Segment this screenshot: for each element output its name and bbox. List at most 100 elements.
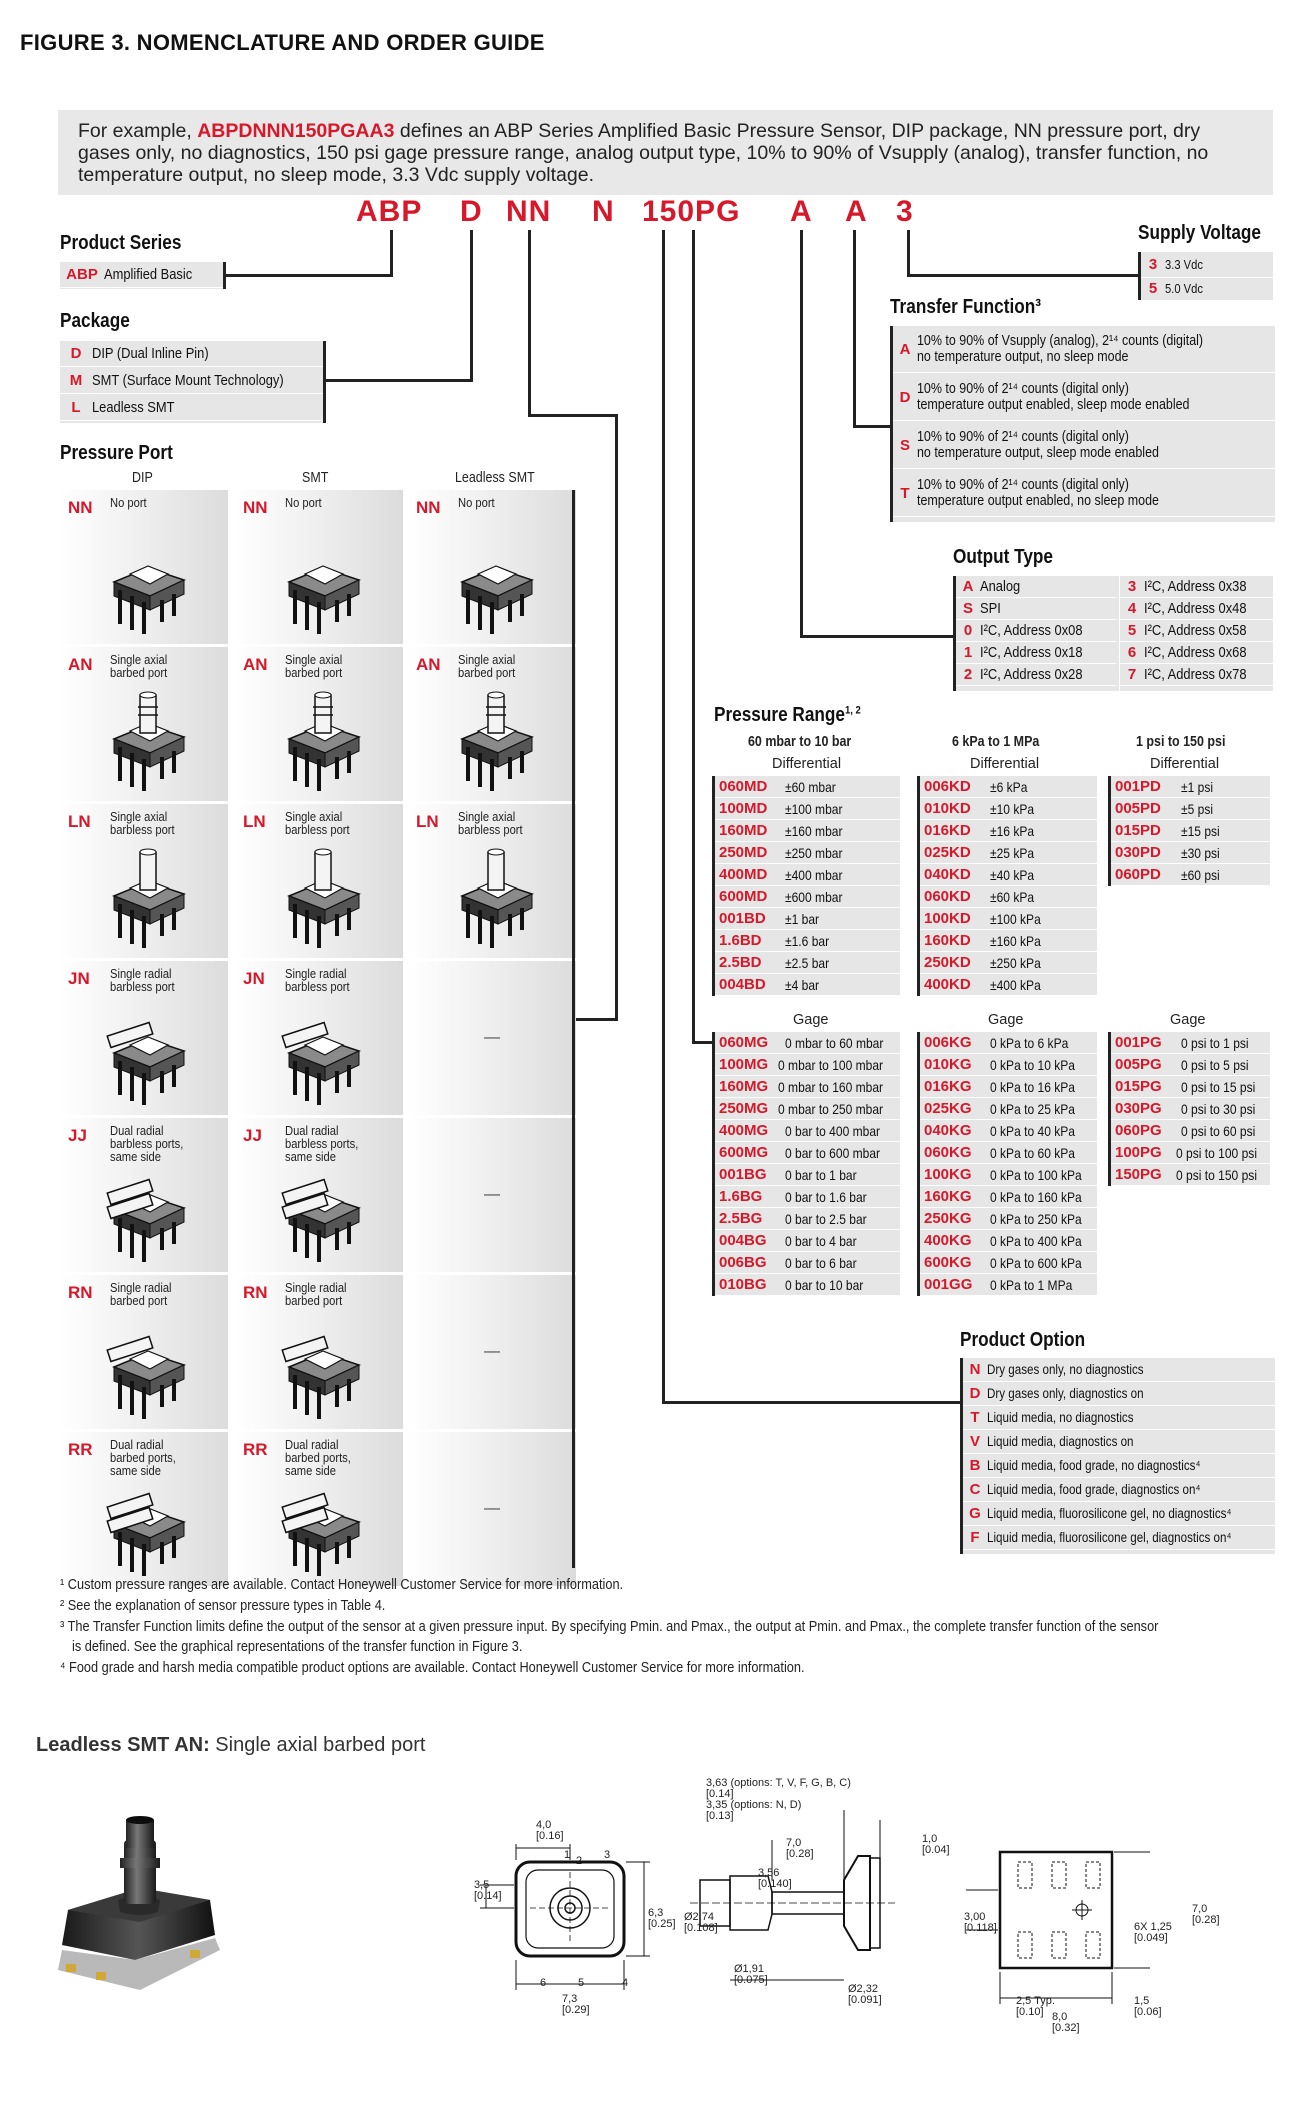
pp-code: JJ <box>68 1126 87 1145</box>
pr-value: 0 psi to 150 psi <box>1175 1166 1257 1183</box>
pr-value: ±400 mbar <box>785 866 843 883</box>
dim-bot-b: 7,0[0.28] <box>1192 1904 1220 1926</box>
leadless-title-bold: Leadless SMT AN: <box>36 1734 210 1756</box>
option-label: Liquid media, no diagnostics <box>987 1410 1134 1425</box>
pr-row: 060MD±60 mbar <box>715 776 900 798</box>
pr-code: 001PG <box>1115 1034 1162 1051</box>
product-option-title: Product Option <box>960 1329 1086 1351</box>
pp-not-available: — <box>484 1500 500 1517</box>
pr-value: ±1 psi <box>1181 778 1214 795</box>
pr-value: 0 kPa to 25 kPa <box>990 1100 1076 1117</box>
transfer-line2: temperature output enabled, sleep mode e… <box>917 397 1190 413</box>
pr-row: 2.5BD±2.5 bar <box>715 952 900 974</box>
dim-label: [0.140] <box>758 1878 792 1890</box>
dim-top-left: 3,5[0.14] <box>474 1880 502 1902</box>
pr-code: 060PD <box>1115 866 1161 883</box>
pr-code: 015PG <box>1115 1078 1162 1095</box>
output-code: 4 <box>1127 600 1137 617</box>
connector-line <box>907 274 1139 277</box>
pr-row: 025KD±25 kPa <box>920 842 1097 864</box>
pp-image <box>100 1466 196 1583</box>
pr-value: 0 kPa to 400 kPa <box>990 1232 1082 1249</box>
example-description: defines an ABP Series Amplified Basic Pr… <box>78 120 1209 186</box>
pp-image <box>275 1309 371 1426</box>
footnote-3-cont: is defined. See the graphical representa… <box>72 1639 523 1655</box>
dim-label: [0.28] <box>786 1848 814 1860</box>
pr-code: 016KG <box>924 1078 972 1095</box>
pp-col-dip: DIP <box>132 470 153 486</box>
pr-value: 0 mbar to 250 mbar <box>777 1100 883 1117</box>
pp-col-smt: SMT <box>302 470 329 486</box>
pr-gage-label-2: Gage <box>988 1012 1024 1028</box>
pin-3: 3 <box>604 1849 611 1861</box>
pp-label: Single axial barbed port <box>110 652 168 680</box>
pr-gage-label-1: Gage <box>793 1012 829 1028</box>
pr-value: ±160 mbar <box>785 822 843 839</box>
pr-code: 060MG <box>719 1034 769 1051</box>
pr-row: 250KD±250 kPa <box>920 952 1097 974</box>
pp-code: NN <box>68 498 93 517</box>
dim-label: 3,56 <box>758 1867 780 1879</box>
pr-value: 0 kPa to 1 MPa <box>990 1276 1073 1293</box>
sensor-rn-icon <box>281 1335 362 1419</box>
footnote-1: ¹ Custom pressure ranges are available. … <box>60 1577 624 1593</box>
pr-code: 100KD <box>924 910 971 927</box>
pp-code: JJ <box>243 1126 262 1145</box>
connector-line <box>528 230 531 417</box>
pp-code: LN <box>416 812 439 831</box>
series-label: Amplified Basic <box>104 266 193 283</box>
pp-cell-rn: — <box>408 1275 576 1429</box>
pr-code: 001BG <box>719 1166 767 1183</box>
connector-line <box>853 230 856 428</box>
pr-code: 100PG <box>1115 1144 1162 1161</box>
dim-label: 7,0 <box>786 1837 802 1849</box>
pr-row: 001BD±1 bar <box>715 908 900 930</box>
pp-code: RN <box>68 1283 93 1302</box>
pr-code: 004BG <box>719 1232 767 1249</box>
pr-value: ±30 psi <box>1181 844 1220 861</box>
pr-value: ±400 kPa <box>990 976 1041 993</box>
sensor-nn-icon <box>459 565 535 634</box>
pr-code: 160MD <box>719 822 768 839</box>
dim-label: [0.10] <box>1016 2006 1044 2018</box>
pr-row: 060PD±60 psi <box>1111 864 1270 886</box>
connector-line <box>907 230 910 277</box>
pp-label: No port <box>458 495 495 510</box>
pp-image <box>448 524 544 641</box>
sensor-rr-icon <box>281 1492 362 1576</box>
pr-value: ±100 mbar <box>785 800 843 817</box>
pr-value: ±2.5 bar <box>785 954 830 971</box>
pr-value: ±40 kPa <box>990 866 1035 883</box>
footnote-4: ⁴ Food grade and harsh media compatible … <box>60 1660 805 1676</box>
pp-not-available: — <box>484 1343 500 1360</box>
dim-label: 3,00 <box>964 1911 986 1923</box>
pr-code: 010KG <box>924 1056 972 1073</box>
connector-line <box>692 230 695 1044</box>
connector-line <box>853 425 890 428</box>
dim-side-d: 3,56[0.140] <box>758 1868 792 1890</box>
pr-code: 250KG <box>924 1210 972 1227</box>
pp-image <box>448 681 544 798</box>
